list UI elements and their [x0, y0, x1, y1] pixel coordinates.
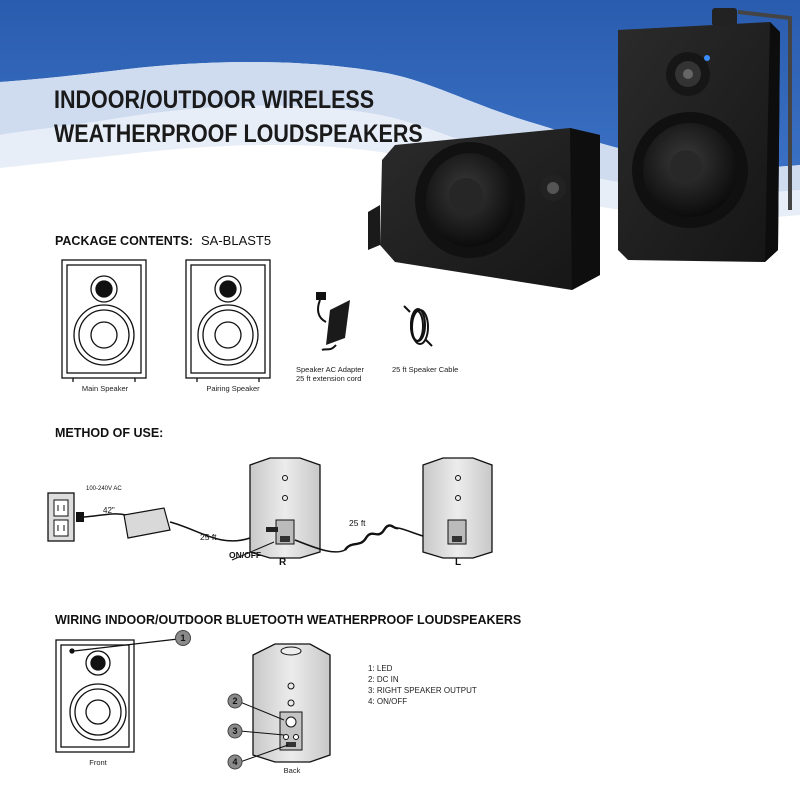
- on-off-label: ON/OFF: [229, 550, 262, 560]
- package-model: SA-BLAST5: [201, 233, 272, 248]
- pairing-speaker-drawing: [185, 259, 271, 382]
- plug-length-label: 42": [103, 506, 115, 515]
- adapter-label-line2: 25 ft extension cord: [296, 374, 362, 383]
- callout-2: 2: [232, 696, 238, 706]
- legend-on-off: 4: ON/OFF: [368, 697, 408, 706]
- cable-label: 25 ft Speaker Cable: [392, 365, 459, 374]
- legend-led: 1: LED: [368, 664, 393, 673]
- front-label: Front: [89, 758, 107, 767]
- method-diagram: [47, 457, 493, 561]
- package-heading: PACKAGE CONTENTS:: [55, 234, 193, 248]
- back-label: Back: [283, 766, 301, 775]
- main-speaker-drawing: [61, 259, 147, 382]
- wiring-heading: WIRING INDOOR/OUTDOOR BLUETOOTH WEATHERP…: [55, 613, 522, 627]
- speaker-cable-drawing: [403, 305, 433, 347]
- left-speaker-label: L: [455, 557, 462, 568]
- adapter-label-line1: Speaker AC Adapter: [296, 365, 364, 374]
- method-heading: METHOD OF USE:: [55, 426, 164, 440]
- ac-adapter-drawing: [316, 292, 350, 351]
- speaker-photo-upright: [618, 8, 792, 262]
- legend-dc-in: 2: DC IN: [368, 675, 399, 684]
- title-line-1: INDOOR/OUTDOOR WIRELESS: [54, 86, 375, 114]
- callout-3: 3: [232, 726, 238, 736]
- callout-4: 4: [232, 757, 238, 767]
- cable2-label: 25 ft: [349, 518, 366, 528]
- voltage-label: 100-240V AC: [86, 486, 122, 492]
- legend-right-output: 3: RIGHT SPEAKER OUTPUT: [368, 686, 477, 695]
- cable1-label: 25 ft: [200, 532, 217, 542]
- right-speaker-label: R: [279, 557, 287, 568]
- title-line-2: WEATHERPROOF LOUDSPEAKERS: [54, 120, 423, 148]
- callout-1: 1: [180, 633, 186, 643]
- wiring-front-drawing: [55, 638, 179, 753]
- main-speaker-label: Main Speaker: [81, 384, 129, 393]
- pairing-speaker-label: Pairing Speaker: [206, 384, 260, 393]
- speaker-photo-angled: [368, 128, 600, 290]
- wiring-back-drawing: [227, 643, 331, 770]
